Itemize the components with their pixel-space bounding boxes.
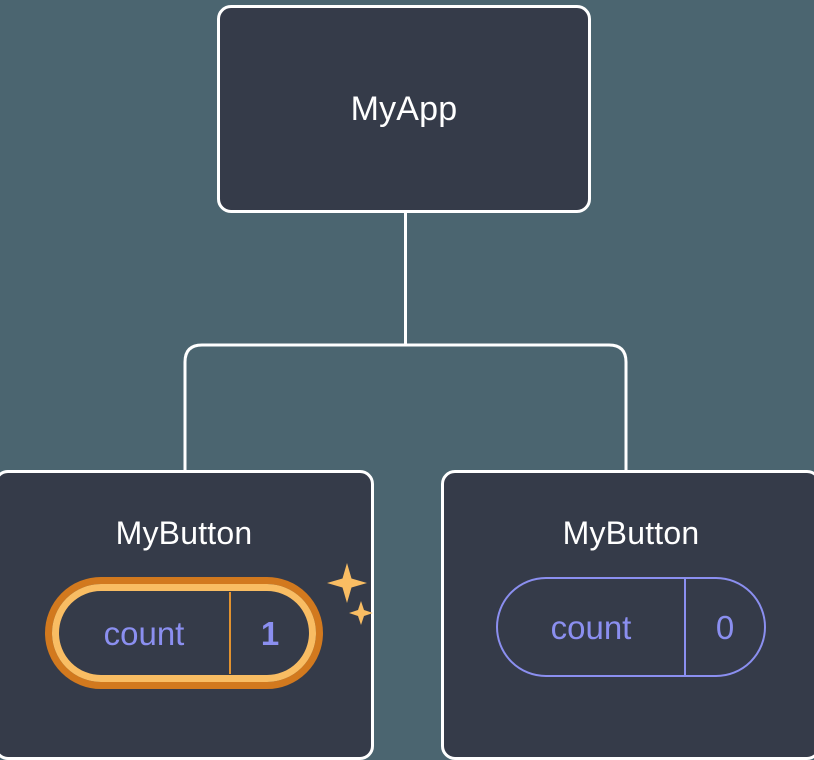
state-pill-divider-left — [229, 592, 231, 674]
state-value-left: 1 — [260, 614, 280, 652]
state-value-right: 0 — [715, 608, 735, 646]
state-pill-left[interactable]: count 1 — [45, 577, 323, 689]
state-key-left: count — [103, 614, 185, 652]
node-mybutton-right[interactable]: MyButton count 0 — [441, 470, 814, 760]
state-key-right: count — [550, 608, 632, 646]
node-mybutton-right-label: MyButton — [562, 515, 700, 551]
state-pill-right[interactable]: count 0 — [496, 577, 766, 677]
node-mybutton-left-label: MyButton — [115, 515, 253, 551]
component-tree-diagram: MyApp MyButton count 1 MyButton count — [0, 5, 814, 760]
edge-bus — [183, 343, 628, 471]
sparkle-small-icon — [349, 601, 373, 625]
state-pill-divider-right — [684, 579, 686, 675]
sparkle-icon — [327, 563, 373, 625]
node-myapp-label: MyApp — [350, 90, 458, 128]
sparkle-large-icon — [327, 563, 367, 603]
node-myapp[interactable]: MyApp — [217, 5, 591, 213]
node-mybutton-left[interactable]: MyButton count 1 — [0, 470, 374, 760]
state-pill-left-wrap: count 1 — [45, 563, 373, 689]
state-pill-left-inner: count 1 — [52, 584, 316, 682]
state-pill-right-wrap: count 0 — [496, 577, 766, 677]
